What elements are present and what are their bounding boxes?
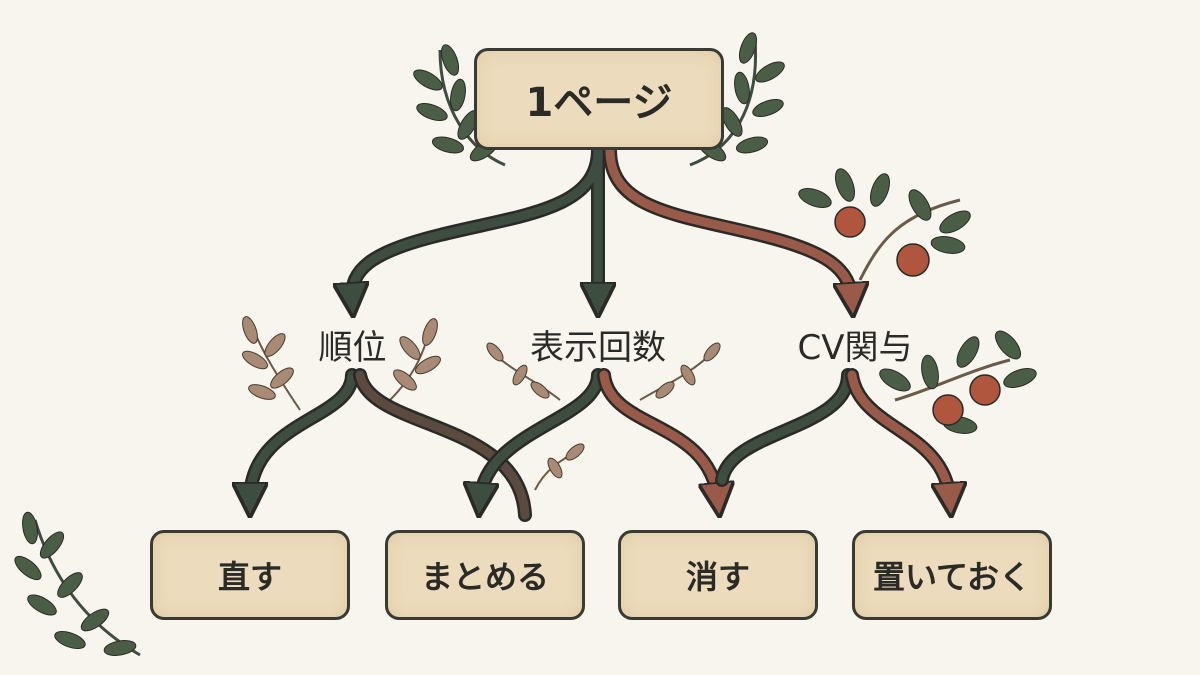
root-branches <box>352 143 852 300</box>
action-delete: 消す <box>618 530 818 620</box>
sprig-icon <box>486 342 721 401</box>
root-node-label: 1ページ <box>525 80 673 126</box>
action-fix-label: 直す <box>217 558 282 596</box>
action-merge: まとめる <box>385 530 585 620</box>
apple-branch-icon <box>798 168 971 281</box>
laurel-right-icon <box>689 32 785 167</box>
action-delete-label: 消す <box>685 558 750 596</box>
criterion-rank: 順位 <box>318 328 387 368</box>
criterion-impressions: 表示回数 <box>530 328 666 368</box>
action-merge-label: まとめる <box>420 558 549 596</box>
action-fix: 直す <box>150 530 350 620</box>
criteria-branches <box>250 368 950 522</box>
criterion-cv-contribution: CV関与 <box>797 328 913 368</box>
sprig-icon <box>534 443 585 491</box>
laurel-corner-icon <box>14 511 141 657</box>
action-keep-label: 置いておく <box>872 558 1032 596</box>
root-node: 1ページ <box>474 48 724 150</box>
apple-branch-icon <box>879 330 1037 434</box>
action-keep: 置いておく <box>852 530 1052 620</box>
sprig-icon <box>242 316 441 411</box>
